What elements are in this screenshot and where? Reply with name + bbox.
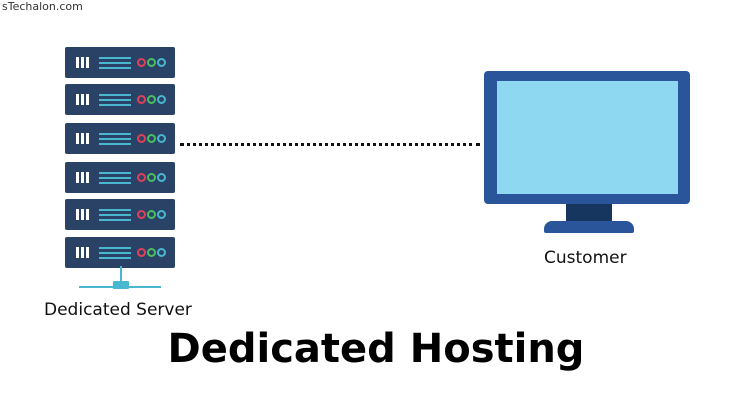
server-unit	[65, 123, 175, 154]
status-led-icon	[137, 248, 146, 257]
server-drive-slot	[99, 247, 131, 249]
monitor-neck	[566, 204, 612, 222]
server-unit	[65, 84, 175, 115]
server-drive-slot	[99, 67, 131, 69]
server-drive-slot	[99, 62, 131, 64]
status-led-icon	[147, 210, 156, 219]
status-led-icon	[157, 248, 166, 257]
server-unit	[65, 162, 175, 193]
server-drive-slot	[99, 182, 131, 184]
server-drive-slot	[99, 57, 131, 59]
status-led-icon	[157, 173, 166, 182]
server-network-line	[79, 286, 161, 288]
status-led-icon	[137, 95, 146, 104]
status-led-icon	[157, 134, 166, 143]
status-led-icon	[157, 58, 166, 67]
dedicated-server-label: Dedicated Server	[44, 300, 192, 320]
server-vent-icon	[76, 247, 91, 258]
server-vent-icon	[76, 94, 91, 105]
server-unit	[65, 237, 175, 268]
status-led-icon	[147, 248, 156, 257]
server-cable	[120, 266, 122, 282]
server-vent-icon	[76, 209, 91, 220]
monitor-screen	[497, 81, 678, 194]
diagram-title: Dedicated Hosting	[167, 326, 585, 372]
status-led-icon	[147, 58, 156, 67]
server-drive-slot	[99, 94, 131, 96]
server-drive-slot	[99, 209, 131, 211]
monitor-stand	[544, 221, 634, 233]
server-vent-icon	[76, 172, 91, 183]
server-drive-slot	[99, 252, 131, 254]
status-led-icon	[137, 173, 146, 182]
server-drive-slot	[99, 133, 131, 135]
server-drive-slot	[99, 143, 131, 145]
server-drive-slot	[99, 219, 131, 221]
server-drive-slot	[99, 99, 131, 101]
server-drive-slot	[99, 172, 131, 174]
status-led-icon	[147, 95, 156, 104]
server-connector	[113, 281, 129, 289]
server-drive-slot	[99, 177, 131, 179]
server-drive-slot	[99, 214, 131, 216]
status-led-icon	[147, 134, 156, 143]
server-vent-icon	[76, 57, 91, 68]
server-vent-icon	[76, 133, 91, 144]
watermark-text: sTechalon.com	[2, 0, 83, 13]
status-led-icon	[137, 134, 146, 143]
server-unit	[65, 199, 175, 230]
server-drive-slot	[99, 257, 131, 259]
status-led-icon	[137, 210, 146, 219]
status-led-icon	[157, 210, 166, 219]
connection-dotted-line	[180, 143, 480, 146]
customer-label: Customer	[544, 248, 627, 268]
server-drive-slot	[99, 104, 131, 106]
status-led-icon	[137, 58, 146, 67]
server-drive-slot	[99, 138, 131, 140]
server-unit	[65, 47, 175, 78]
status-led-icon	[157, 95, 166, 104]
status-led-icon	[147, 173, 156, 182]
